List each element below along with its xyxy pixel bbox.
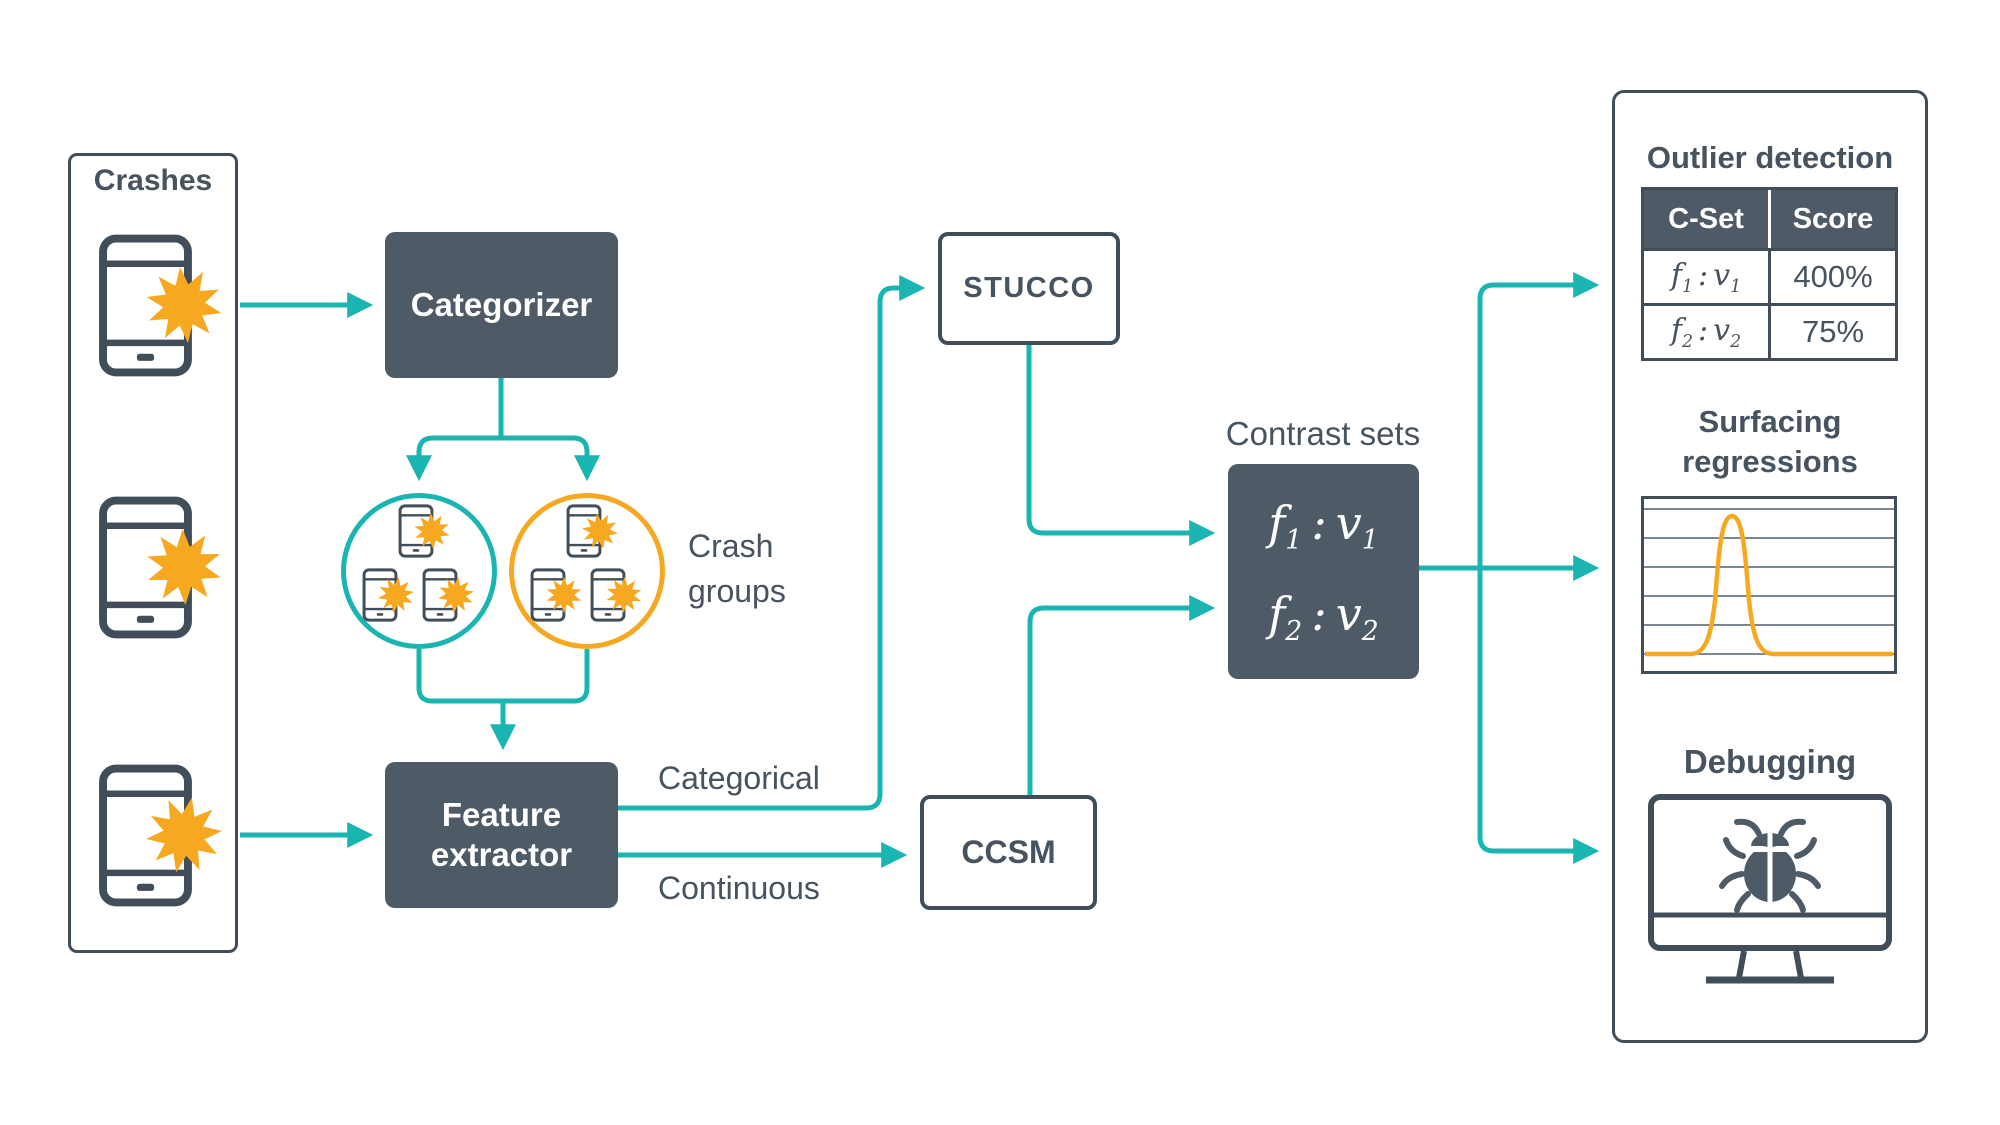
categorizer-label: Categorizer bbox=[410, 286, 593, 323]
edge-stucco-to-contrast-sets bbox=[1026, 345, 1216, 546]
bug-icon bbox=[1719, 818, 1821, 913]
cset-cell: f2:v2 bbox=[1670, 312, 1742, 352]
ccsm-label: CCSM bbox=[961, 834, 1056, 870]
crash-groups-line2: groups bbox=[688, 573, 786, 609]
table-row: f1:v1 400% bbox=[1644, 248, 1895, 303]
contrast-sets-node: f1:v1 f2:v2 bbox=[1228, 464, 1419, 679]
crash-burst-icon bbox=[142, 525, 226, 609]
crash-burst-icon bbox=[544, 575, 584, 615]
continuous-edge-label: Continuous bbox=[658, 870, 820, 906]
crash-burst-icon bbox=[436, 575, 476, 615]
edge-contrast-to-outlier bbox=[1477, 272, 1600, 568]
monitor-icon bbox=[1648, 794, 1892, 984]
cset-cell: f1:v1 bbox=[1670, 257, 1742, 297]
crash-groups-line1: Crash bbox=[688, 528, 774, 564]
edge-ccsm-to-contrast-sets bbox=[1027, 595, 1216, 795]
surfacing-regressions-title: Surfacing regressions bbox=[1682, 404, 1858, 479]
categorizer-node: Categorizer bbox=[385, 232, 618, 378]
outlier-table: C-Set Score f1:v1 400% f2:v2 75% bbox=[1641, 187, 1898, 361]
crash-burst-icon bbox=[142, 793, 226, 877]
crash-burst-icon bbox=[580, 511, 620, 551]
outlier-col-header-cset: C-Set bbox=[1668, 202, 1744, 235]
outlier-detection-title: Outlier detection bbox=[1646, 140, 1894, 175]
crash-burst-icon bbox=[412, 511, 452, 551]
table-row: f2:v2 75% bbox=[1644, 303, 1895, 358]
stucco-label: STUCCO bbox=[963, 272, 1095, 304]
contrast-sets-title: Contrast sets bbox=[1225, 415, 1421, 452]
contrast-set-entry: f1:v1 bbox=[1268, 495, 1379, 556]
feature-extractor-label-line1: Feature bbox=[441, 796, 562, 833]
contrast-set-entry: f2:v2 bbox=[1268, 587, 1379, 648]
edge-groups-merge bbox=[416, 649, 590, 704]
edge-contrast-to-debugging bbox=[1477, 568, 1600, 864]
crashes-title: Crashes bbox=[93, 164, 213, 197]
crash-burst-icon bbox=[604, 575, 644, 615]
crash-groups-label: Crash groups bbox=[688, 524, 786, 614]
stucco-node: STUCCO bbox=[938, 232, 1120, 345]
regression-spike-chart bbox=[1641, 496, 1897, 674]
edge-split-right bbox=[501, 435, 600, 482]
score-cell: 75% bbox=[1768, 306, 1895, 358]
edge-split-left bbox=[406, 435, 501, 482]
debugging-title: Debugging bbox=[1683, 743, 1857, 780]
regression-spike-curve bbox=[1645, 513, 1893, 657]
outlier-col-header-score: Score bbox=[1768, 190, 1895, 248]
ccsm-node: CCSM bbox=[920, 795, 1097, 910]
score-cell: 400% bbox=[1768, 251, 1895, 303]
outlier-table-header: C-Set Score bbox=[1644, 190, 1895, 248]
categorical-edge-label: Categorical bbox=[658, 760, 820, 796]
feature-extractor-node: Feature extractor bbox=[385, 762, 618, 908]
crash-burst-icon bbox=[142, 263, 226, 347]
crash-burst-icon bbox=[376, 575, 416, 615]
feature-extractor-label-line2: extractor bbox=[430, 836, 573, 873]
